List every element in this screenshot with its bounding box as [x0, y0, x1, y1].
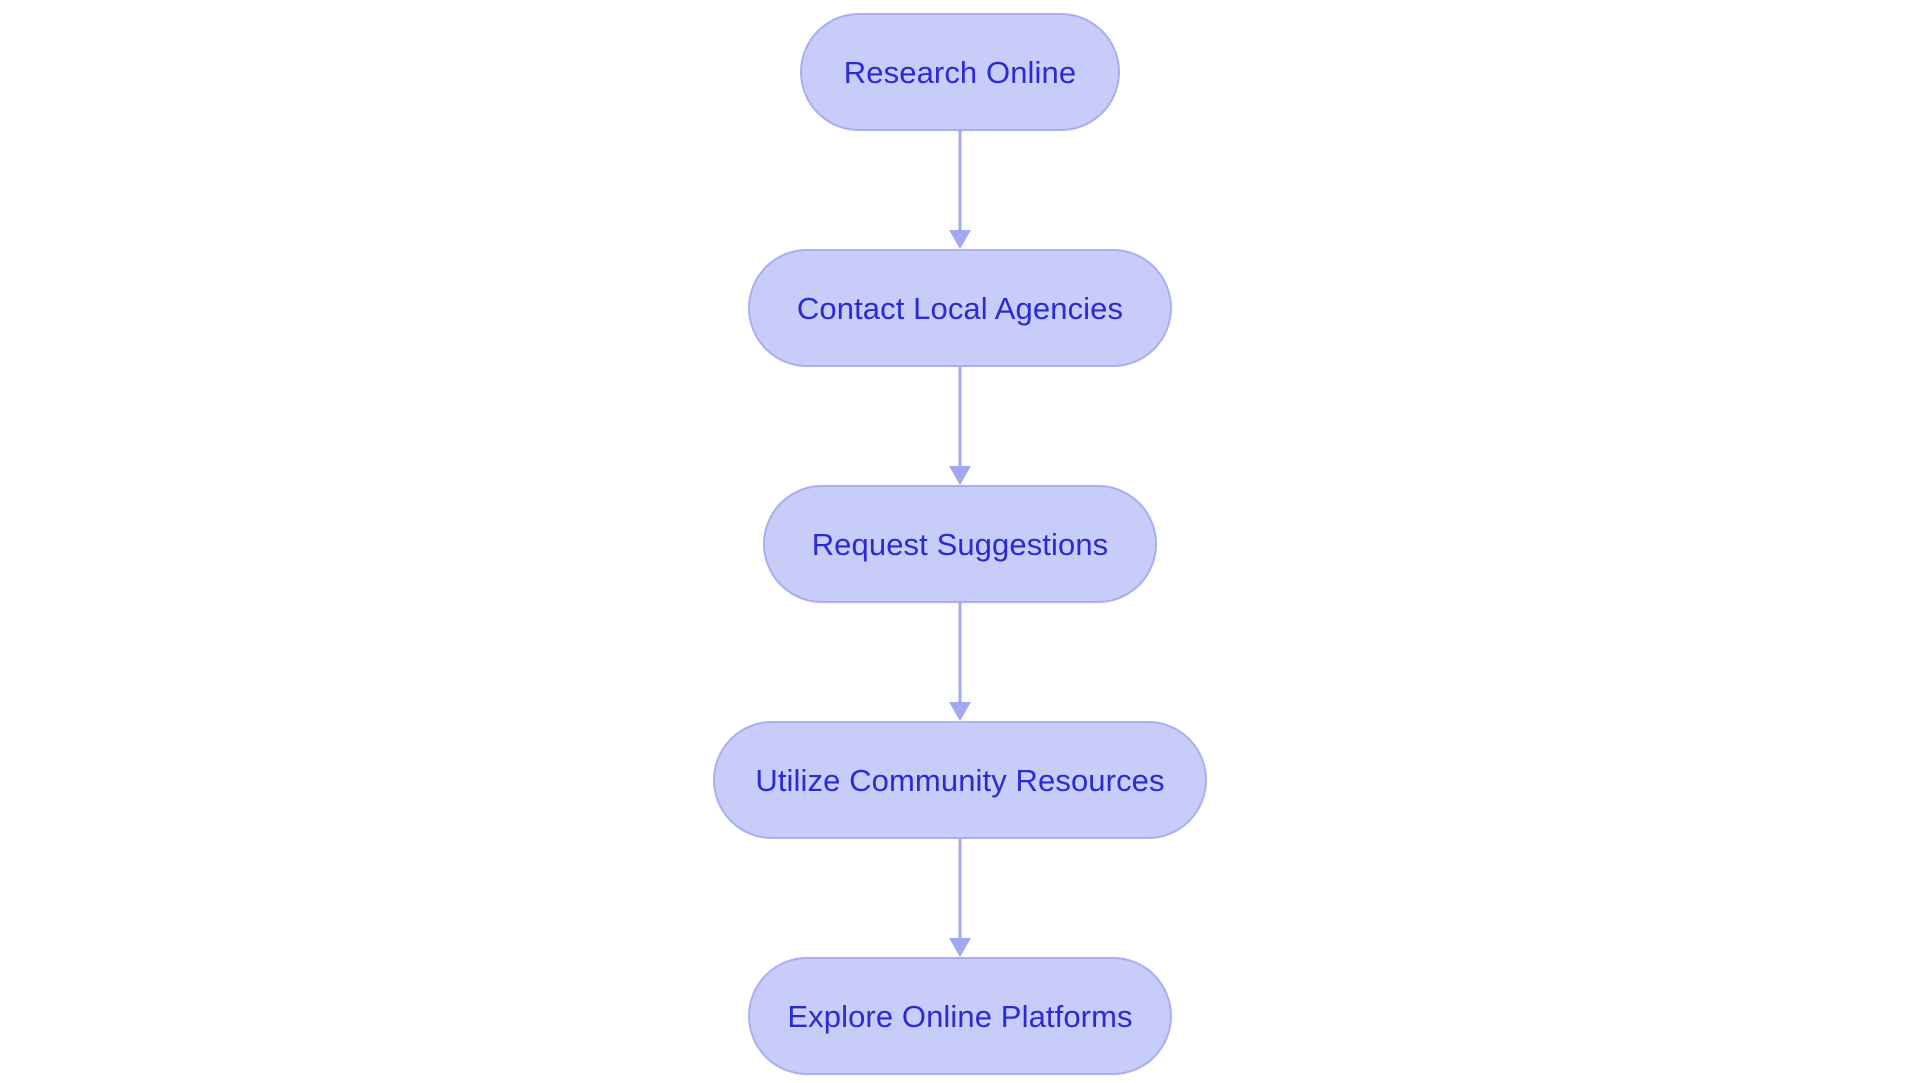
- arrow-down-icon: [949, 702, 971, 721]
- flow-node-utilize-community-resources[interactable]: Utilize Community Resources: [713, 721, 1207, 839]
- edge-line: [958, 131, 962, 231]
- flow-node-label: Research Online: [843, 54, 1077, 90]
- flow-edge-request-suggestions-to-utilize-community-resources: [947, 603, 973, 721]
- flow-node-label: Explore Online Platforms: [787, 998, 1133, 1034]
- edge-line: [958, 603, 962, 703]
- flow-node-explore-online-platforms[interactable]: Explore Online Platforms: [748, 957, 1172, 1075]
- flow-node-label: Request Suggestions: [811, 526, 1109, 562]
- edge-line: [958, 367, 962, 467]
- edge-line: [958, 839, 962, 939]
- arrow-down-icon: [949, 230, 971, 249]
- flow-node-contact-local-agencies[interactable]: Contact Local Agencies: [748, 249, 1172, 367]
- flow-node-label: Contact Local Agencies: [796, 290, 1124, 326]
- flow-node-request-suggestions[interactable]: Request Suggestions: [763, 485, 1157, 603]
- flow-edge-utilize-community-resources-to-explore-online-platforms: [947, 839, 973, 957]
- arrow-down-icon: [949, 466, 971, 485]
- flow-edge-research-online-to-contact-local-agencies: [947, 131, 973, 249]
- flow-edge-contact-local-agencies-to-request-suggestions: [947, 367, 973, 485]
- flow-node-research-online[interactable]: Research Online: [800, 13, 1120, 131]
- flow-node-label: Utilize Community Resources: [755, 762, 1165, 798]
- arrow-down-icon: [949, 938, 971, 957]
